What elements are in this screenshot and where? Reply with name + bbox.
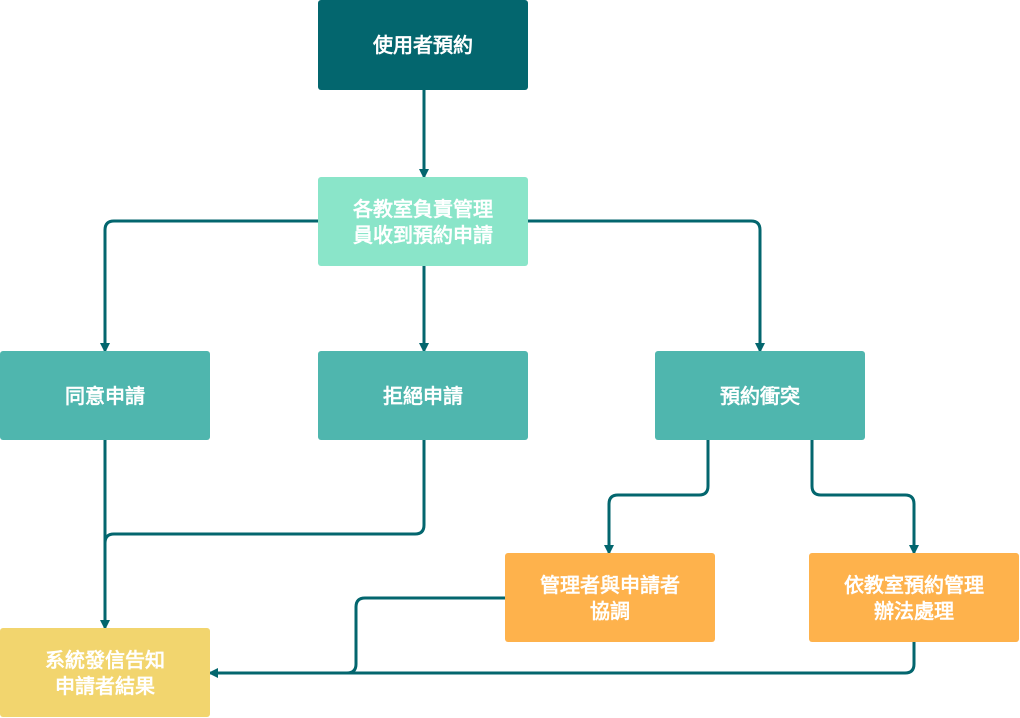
node-user-booking: 使用者預約 xyxy=(318,0,528,90)
node-follow-room-rules: 依教室預約管理 辦法處理 xyxy=(809,553,1019,642)
connector-receive-to-approve xyxy=(100,219,320,353)
node-notify-applicant: 系統發信告知 申請者結果 xyxy=(0,628,210,717)
connector-receive-to-conflict xyxy=(526,219,765,353)
node-reject-request: 拒絕申請 xyxy=(318,351,528,440)
connector-conflict-to-coordinate xyxy=(604,438,710,555)
node-coordinate-with-applicant: 管理者與申請者 協調 xyxy=(505,553,715,642)
connector-rules-to-notify xyxy=(208,640,916,678)
node-booking-conflict: 預約衝突 xyxy=(655,351,865,440)
connector-coordinate-to-notify xyxy=(345,596,507,675)
node-admin-receives-request: 各教室負責管理 員收到預約申請 xyxy=(318,177,528,266)
connector-conflict-to-rules xyxy=(810,438,919,555)
node-approve-request: 同意申請 xyxy=(0,351,210,440)
connector-reject-to-notify xyxy=(103,438,426,545)
